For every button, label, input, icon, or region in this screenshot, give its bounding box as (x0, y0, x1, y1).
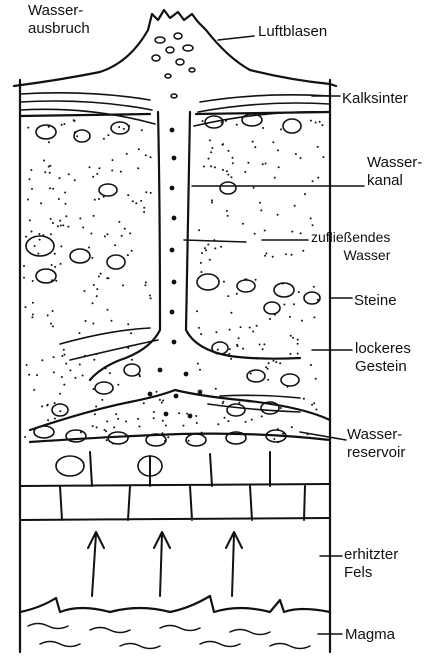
stones (26, 114, 320, 476)
label-kalksinter: Kalksinter (342, 90, 408, 108)
label-wasserkanal: Wasser- kanal (367, 154, 422, 190)
magma-waves (28, 624, 310, 649)
magma-surface (20, 596, 330, 612)
sinter-base (20, 112, 330, 116)
outer-frame (20, 80, 330, 652)
label-steine: Steine (354, 292, 397, 310)
label-zufliessendes-wasser: zufließendes Wasser (311, 228, 390, 264)
water-canal-left (90, 112, 160, 380)
label-lockeres-gestein: lockeres Gestein (355, 340, 411, 376)
canal-droplets (148, 128, 203, 419)
label-magma: Magma (345, 626, 395, 644)
leader-lines (184, 36, 364, 634)
rock-blocks (20, 452, 330, 520)
water-canal-right (186, 112, 300, 359)
label-erhitzter-fels: erhitzter Fels (344, 546, 398, 582)
heat-arrows (88, 532, 242, 596)
label-wasserausbruch: Wasser- ausbruch (28, 2, 90, 38)
label-wasserreservoir: Wasser- reservoir (347, 426, 405, 462)
label-luftblasen: Luftblasen (258, 23, 327, 41)
bubbles (152, 33, 195, 98)
inflow-lines (60, 328, 300, 412)
